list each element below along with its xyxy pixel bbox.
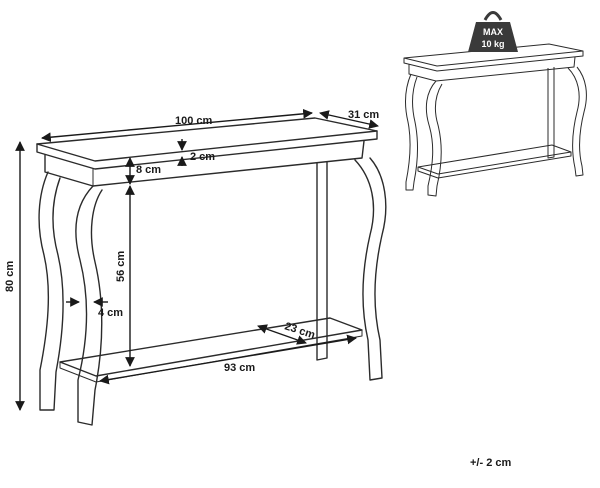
depth-arrow xyxy=(319,110,379,129)
small-table-drawing xyxy=(403,43,587,197)
leg-back-right xyxy=(316,161,328,361)
small-leg-back-left xyxy=(405,73,418,191)
weight-label-line2: 10 kg xyxy=(481,39,504,49)
label-tolerance: +/- 2 cm xyxy=(470,457,511,469)
leg-front-right xyxy=(354,157,387,381)
small-tabletop-edge xyxy=(403,51,584,72)
label-height: 80 cm xyxy=(4,261,16,292)
small-shelf-edge xyxy=(417,152,572,179)
label-apron-height: 8 cm xyxy=(136,164,161,176)
main-table-drawing xyxy=(36,117,387,426)
small-leg-front-left xyxy=(425,80,443,197)
small-leg-front-right xyxy=(567,66,587,177)
tabletop-front-edge xyxy=(36,130,378,170)
weight-handle xyxy=(483,11,503,21)
small-leg-back-right xyxy=(547,67,555,159)
dimension-lines xyxy=(15,108,379,411)
leg-front-left xyxy=(75,185,103,426)
label-leg-clearance: 56 cm xyxy=(115,251,127,282)
label-depth: 31 cm xyxy=(348,109,379,121)
width-arrow xyxy=(41,108,313,143)
lower-shelf-edge xyxy=(59,330,363,383)
weight-body xyxy=(468,22,518,52)
label-shelf-width: 93 cm xyxy=(224,362,255,374)
label-width: 100 cm xyxy=(175,115,213,127)
label-top-thickness: 2 cm xyxy=(190,151,215,163)
leg-back-left xyxy=(38,171,64,411)
dimension-labels: 100 cm 31 cm 2 cm 8 cm 56 cm 80 cm 4 cm … xyxy=(4,109,511,469)
shelf-width-arrow xyxy=(99,334,357,385)
label-leg-width: 4 cm xyxy=(98,307,123,319)
weight-label-line1: MAX xyxy=(483,27,503,37)
weight-icon: MAX 10 kg xyxy=(468,11,518,52)
